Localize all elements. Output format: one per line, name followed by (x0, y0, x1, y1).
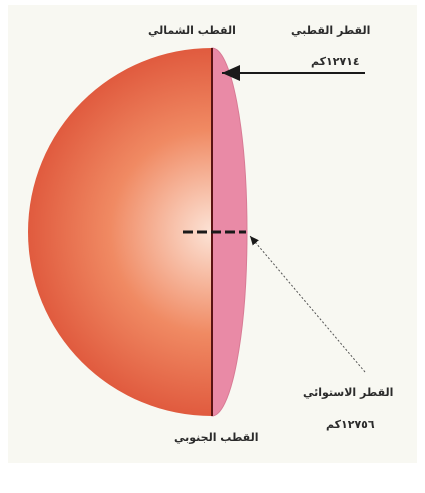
equatorial-diameter-arrow (250, 236, 365, 372)
polar-diameter-value: ١٢٧١٤كم (311, 55, 360, 68)
north-pole-label: القطب الشمالي (148, 24, 236, 37)
polar-diameter-title: القطر القطبي (291, 24, 370, 37)
equatorial-diameter-value: ١٢٧٥٦كم (326, 418, 375, 431)
south-pole-label: القطب الجنوبي (174, 431, 258, 444)
equatorial-diameter-title: القطر الاستوائي (303, 386, 393, 399)
